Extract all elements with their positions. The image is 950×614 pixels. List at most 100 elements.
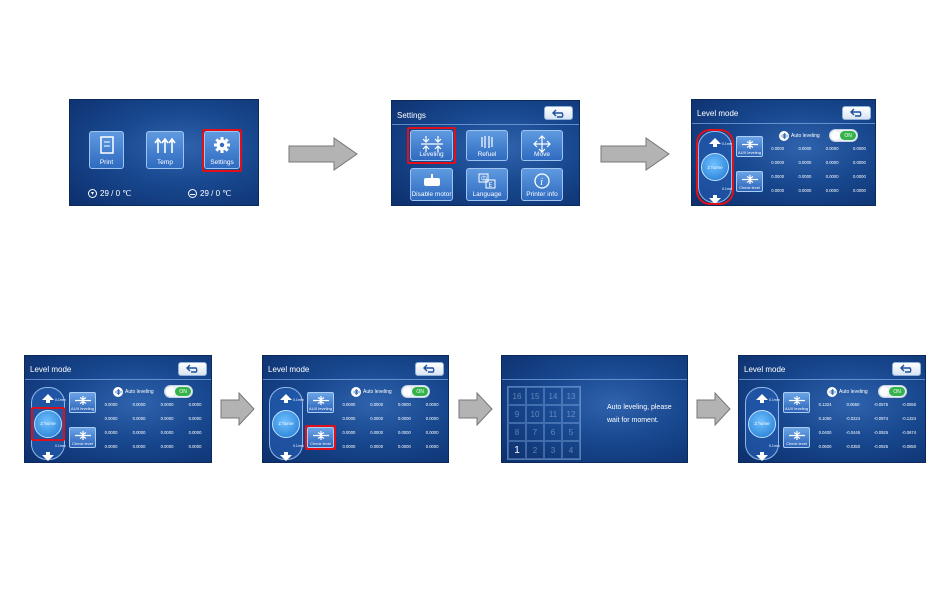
leveling-value: -0.1324 bbox=[901, 416, 917, 421]
z-up-icon[interactable] bbox=[756, 390, 768, 408]
leveling-value: 0.0000 bbox=[104, 402, 118, 407]
leveling-value: 0.0000 bbox=[370, 402, 384, 407]
leveling-value: 0.0000 bbox=[397, 430, 411, 435]
leveling-value: 0.0000 bbox=[132, 430, 146, 435]
back-arrow-icon bbox=[551, 109, 563, 118]
leveling-tile[interactable]: Leveling bbox=[410, 130, 453, 161]
check-level-button[interactable]: Check level bbox=[783, 427, 810, 448]
back-button[interactable] bbox=[415, 362, 444, 376]
temp-tile[interactable]: Temp bbox=[146, 131, 184, 169]
auto-leveling-toggle[interactable]: ON bbox=[401, 385, 430, 398]
probe-point: 3 bbox=[544, 441, 562, 459]
auto-leveling-toggle[interactable]: ON bbox=[878, 385, 907, 398]
aux-leveling-button[interactable]: AUX leveling bbox=[736, 136, 763, 157]
back-button[interactable] bbox=[842, 106, 871, 120]
leveling-value: 0.0000 bbox=[425, 402, 439, 407]
print-tile[interactable]: Print bbox=[89, 131, 124, 169]
z-down-icon[interactable] bbox=[42, 448, 54, 462]
auto-leveling-row: Auto leveling bbox=[351, 387, 392, 397]
leveling-value: -0.0925 bbox=[873, 430, 889, 435]
probe-point: 10 bbox=[526, 405, 544, 423]
z-home-label: Z home bbox=[707, 164, 723, 170]
z-home-button[interactable]: Z home bbox=[34, 409, 62, 438]
step-down-label: 0.1mm bbox=[293, 444, 304, 448]
move-tile[interactable]: Move bbox=[521, 130, 563, 161]
disable-motor-tile[interactable]: Disable motor bbox=[410, 168, 453, 201]
check-level-button[interactable]: Check level bbox=[736, 171, 763, 192]
z-down-icon[interactable] bbox=[756, 448, 768, 462]
check-level-button[interactable]: Check level bbox=[307, 427, 334, 448]
leveling-value: -0.0674 bbox=[901, 430, 917, 435]
leveling-value: 0.0000 bbox=[771, 188, 785, 193]
leveling-value: 0.0000 bbox=[771, 174, 785, 179]
back-button[interactable] bbox=[892, 362, 921, 376]
z-down-icon[interactable] bbox=[280, 448, 292, 462]
z-home-highlight bbox=[31, 406, 65, 441]
svg-text:i: i bbox=[540, 178, 543, 188]
info-icon: i bbox=[534, 173, 550, 189]
page-title: Level mode bbox=[697, 109, 739, 118]
auto-leveling-label: Auto leveling bbox=[839, 389, 868, 395]
printer-info-tile[interactable]: i Printer info bbox=[521, 168, 563, 201]
print-label: Print bbox=[99, 159, 114, 166]
z-up-icon[interactable] bbox=[709, 134, 721, 152]
leveling-value: 0.0650 bbox=[846, 402, 860, 407]
leveling-value: 0.0000 bbox=[825, 188, 839, 193]
move-icon bbox=[533, 135, 551, 153]
z-down-icon[interactable] bbox=[709, 191, 721, 205]
level-icon bbox=[741, 140, 758, 150]
move-label: Move bbox=[534, 151, 550, 158]
language-label: Language bbox=[472, 191, 502, 198]
probe-point: 9 bbox=[508, 405, 526, 423]
probe-point: 7 bbox=[526, 423, 544, 441]
z-up-icon[interactable] bbox=[42, 390, 54, 408]
z-home-button[interactable]: Z home bbox=[701, 153, 729, 181]
leveling-value: 0.0000 bbox=[188, 416, 202, 421]
leveling-value: -0.0575 bbox=[873, 402, 889, 407]
back-button[interactable] bbox=[544, 106, 573, 120]
probe-point: 14 bbox=[544, 387, 562, 405]
leveling-value: 0.0000 bbox=[370, 416, 384, 421]
refuel-tile[interactable]: Refuel bbox=[466, 130, 508, 161]
back-button[interactable] bbox=[178, 362, 207, 376]
check-level-button[interactable]: Check level bbox=[69, 427, 96, 448]
leveling-value: -0.0850 bbox=[901, 444, 917, 449]
header-bar bbox=[392, 101, 579, 125]
check-level-highlight bbox=[305, 425, 336, 450]
leveling-icon bbox=[113, 387, 123, 397]
z-home-label: Z home bbox=[754, 421, 770, 426]
settings-tile[interactable]: Settings bbox=[204, 131, 240, 169]
aux-leveling-label: AUX leveling bbox=[785, 406, 808, 411]
probe-point: 11 bbox=[544, 405, 562, 423]
leveling-value: 0.0000 bbox=[825, 146, 839, 151]
aux-leveling-button[interactable]: AUX leveling bbox=[307, 392, 334, 413]
auto-leveling-toggle[interactable]: ON bbox=[164, 385, 193, 398]
aux-leveling-button[interactable]: AUX leveling bbox=[69, 392, 96, 413]
probe-point: 2 bbox=[526, 441, 544, 459]
page-title: Level mode bbox=[268, 365, 310, 374]
z-up-icon[interactable] bbox=[280, 390, 292, 408]
z-home-button[interactable]: Z home bbox=[272, 409, 300, 438]
leveling-value: 0.0000 bbox=[397, 416, 411, 421]
language-icon: 中E bbox=[478, 173, 496, 189]
z-home-button[interactable]: Z home bbox=[748, 409, 776, 438]
auto-leveling-row: Auto leveling bbox=[827, 387, 868, 397]
check-level-label: Check level bbox=[72, 441, 93, 446]
auto-leveling-label: Auto leveling bbox=[791, 133, 820, 139]
disable-motor-label: Disable motor bbox=[411, 191, 452, 198]
heat-icon bbox=[154, 137, 176, 153]
aux-leveling-button[interactable]: AUX leveling bbox=[783, 392, 810, 413]
probe-point: 6 bbox=[544, 423, 562, 441]
level-icon bbox=[312, 396, 329, 406]
z-jog-highlight bbox=[696, 129, 734, 205]
leveling-value: 0.0000 bbox=[342, 402, 356, 407]
back-arrow-icon bbox=[849, 104, 864, 122]
leveling-highlight bbox=[407, 127, 456, 164]
check-level-label: Check level bbox=[786, 441, 807, 446]
leveling-value: 0.0000 bbox=[771, 146, 785, 151]
auto-leveling-toggle[interactable]: ON bbox=[829, 129, 858, 142]
bed-temp: 29 / 0 ℃ bbox=[200, 189, 232, 198]
